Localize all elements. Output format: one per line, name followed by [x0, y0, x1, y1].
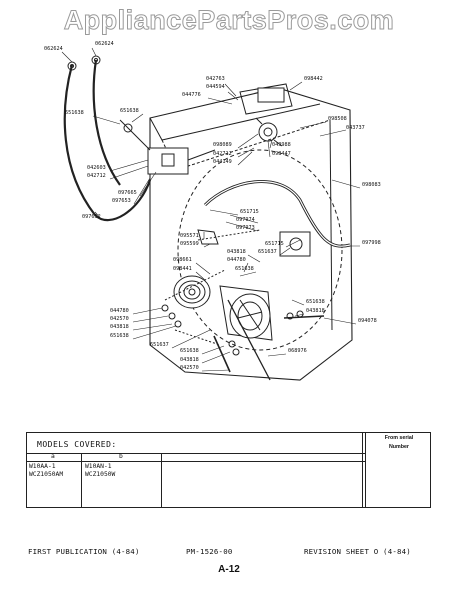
- part-callout-043818: 043818: [180, 357, 199, 363]
- part-callout-098447: 098447: [272, 151, 291, 157]
- part-callout-651637: 651637: [150, 342, 169, 348]
- part-labels: 062624 062624 042763 044594 044776 098442 6516…: [44, 41, 381, 371]
- part-callout-097653: 097653: [112, 198, 131, 204]
- part-callout-651638: 651638: [65, 110, 84, 116]
- part-callout-044780: 044780: [110, 308, 129, 314]
- part-callout-044594: 044594: [206, 84, 225, 90]
- part-callout-042570: 042570: [180, 365, 199, 371]
- drain-fitting: [197, 229, 219, 245]
- models-covered-title: MODELS COVERED:: [37, 440, 117, 449]
- tub-outline: [177, 149, 343, 351]
- pump: [279, 231, 311, 257]
- part-callout-042712: 042712: [213, 151, 232, 157]
- long-rod: [227, 299, 271, 381]
- cabinet-right-edge: [329, 119, 333, 331]
- part-callout-097974: 097974: [236, 217, 255, 223]
- manual-number: PM-1526-00: [186, 547, 233, 556]
- part-callout-098089: 098089: [213, 142, 232, 148]
- mount-bolt-right: [283, 315, 325, 319]
- mount-bolt-left: [213, 335, 231, 373]
- fill-hose-2: [92, 59, 121, 186]
- part-callout-097973: 097973: [236, 225, 255, 231]
- part-callout-044776: 044776: [182, 92, 201, 98]
- part-callout-043737: 043737: [346, 125, 365, 131]
- console-bracket: [239, 83, 293, 115]
- model-a-1: W10AA-1: [29, 463, 56, 470]
- part-callout-043988: 043988: [272, 142, 291, 148]
- part-callout-098441: 098441: [173, 266, 192, 272]
- column-a-header: a: [51, 453, 55, 460]
- part-callout-098508: 098508: [328, 116, 347, 122]
- part-callout-043818: 043818: [227, 249, 246, 255]
- part-callout-651715: 651715: [240, 209, 259, 215]
- part-callout-043818: 043818: [110, 324, 129, 330]
- part-callout-098442: 098442: [304, 76, 323, 82]
- part-callout-651715: 651715: [265, 241, 284, 247]
- part-callout-651638: 651638: [120, 108, 139, 114]
- part-callout-044149: 044149: [213, 159, 232, 165]
- part-callout-651638: 651638: [180, 348, 199, 354]
- column-b-header: b: [119, 453, 123, 460]
- part-callout-098083: 098083: [362, 182, 381, 188]
- drain-hose: [203, 180, 351, 248]
- part-callout-651638: 651638: [306, 299, 325, 305]
- part-callout-651638: 651638: [235, 266, 254, 272]
- part-callout-097665: 097665: [118, 190, 137, 196]
- part-callout-042763: 042763: [206, 76, 225, 82]
- part-callout-044780: 044780: [227, 257, 246, 263]
- part-callout-094078: 094078: [358, 318, 377, 324]
- part-callout-651638: 651638: [110, 333, 129, 339]
- model-b-2: WCZ1050W: [85, 471, 116, 478]
- part-callout-068976: 068976: [288, 348, 307, 354]
- cabinet-frame: [149, 87, 353, 381]
- part-callout-097652: 097652: [82, 214, 101, 220]
- part-callout-042570: 042570: [110, 316, 129, 322]
- model-a-2: WCZ1050AM: [29, 471, 64, 478]
- part-callout-651637: 651637: [258, 249, 277, 255]
- part-callout-042603: 042603: [87, 165, 106, 171]
- fill-hose-1: [63, 64, 152, 222]
- inlet-valve: [147, 147, 189, 175]
- part-callout-062624: 062624: [95, 41, 114, 47]
- part-callout-062624: 062624: [44, 46, 63, 52]
- first-publication: FIRST PUBLICATION (4-84): [28, 547, 140, 556]
- timer-block: [257, 87, 285, 103]
- part-callout-095599: 095599: [180, 241, 199, 247]
- model-b-1: W10AN-1: [85, 463, 112, 470]
- part-callout-043818: 043818: [306, 308, 325, 314]
- part-callout-097998: 097998: [362, 240, 381, 246]
- part-callout-098661: 098661: [173, 257, 192, 263]
- watermark-logo: AppliancePartsPros.com: [63, 5, 395, 36]
- from-serial-header: From serial Number: [384, 435, 414, 450]
- page-number: A-12: [218, 564, 240, 575]
- part-callout-042712: 042712: [87, 173, 106, 179]
- pressure-switch: [258, 122, 278, 142]
- part-callout-095571: 095571: [180, 233, 199, 239]
- revision-sheet: REVISION SHEET O (4-84): [304, 547, 411, 556]
- models-covered-table: MODELS COVERED: From serial Number a b W…: [26, 432, 431, 508]
- cabinet-top-rail: [149, 103, 321, 141]
